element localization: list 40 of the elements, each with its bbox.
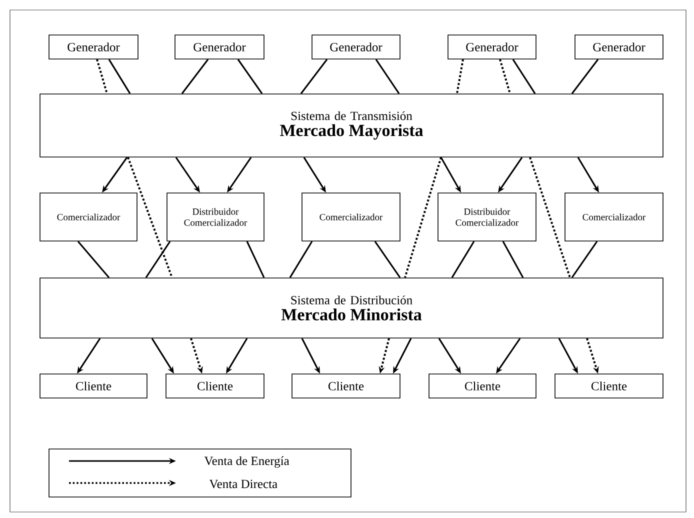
- market-box: Sistema de Distribución Mercado Minorista: [40, 278, 664, 338]
- agent-box: Comercializador: [302, 192, 400, 242]
- generator-box: Generador: [174, 34, 264, 60]
- line: [502, 241, 524, 278]
- market-box: Sistema de Transmisión Mercado Mayorista: [40, 94, 664, 158]
- generator-box: Generador: [48, 34, 138, 60]
- line: [108, 58, 131, 94]
- client-box: Cliente: [40, 374, 148, 398]
- client-box: Cliente: [554, 374, 664, 398]
- dotted-line: [127, 157, 173, 278]
- agent-box: Distribuidor Comercializador: [438, 192, 536, 242]
- client-box: Cliente: [292, 374, 400, 398]
- generator-box: Generador: [574, 34, 664, 60]
- line: [375, 58, 400, 94]
- agent-box: Comercializador: [564, 192, 664, 242]
- line: [571, 240, 598, 278]
- generator-box: Generador: [448, 34, 536, 60]
- line: [289, 240, 313, 278]
- line: [246, 241, 265, 278]
- dotted-line: [404, 157, 442, 278]
- dotted-line: [96, 59, 108, 94]
- dotted-line: [529, 157, 571, 278]
- agent-box: Distribuidor Comercializador: [166, 192, 264, 242]
- line: [571, 58, 599, 94]
- legend-text: Venta Directa: [209, 480, 278, 488]
- agent-box: Comercializador: [40, 192, 138, 242]
- line: [374, 240, 401, 278]
- line: [237, 58, 263, 94]
- line: [77, 240, 110, 278]
- dotted-line: [499, 59, 511, 94]
- dotted-line: [456, 59, 464, 94]
- client-box: Cliente: [166, 374, 264, 398]
- line: [181, 58, 209, 94]
- line: [451, 240, 475, 278]
- line: [300, 58, 328, 94]
- line: [145, 240, 171, 278]
- client-box: Cliente: [428, 374, 536, 398]
- legend-text: Venta de Energía: [204, 456, 290, 468]
- generator-box: Generador: [312, 34, 400, 60]
- line: [512, 58, 536, 94]
